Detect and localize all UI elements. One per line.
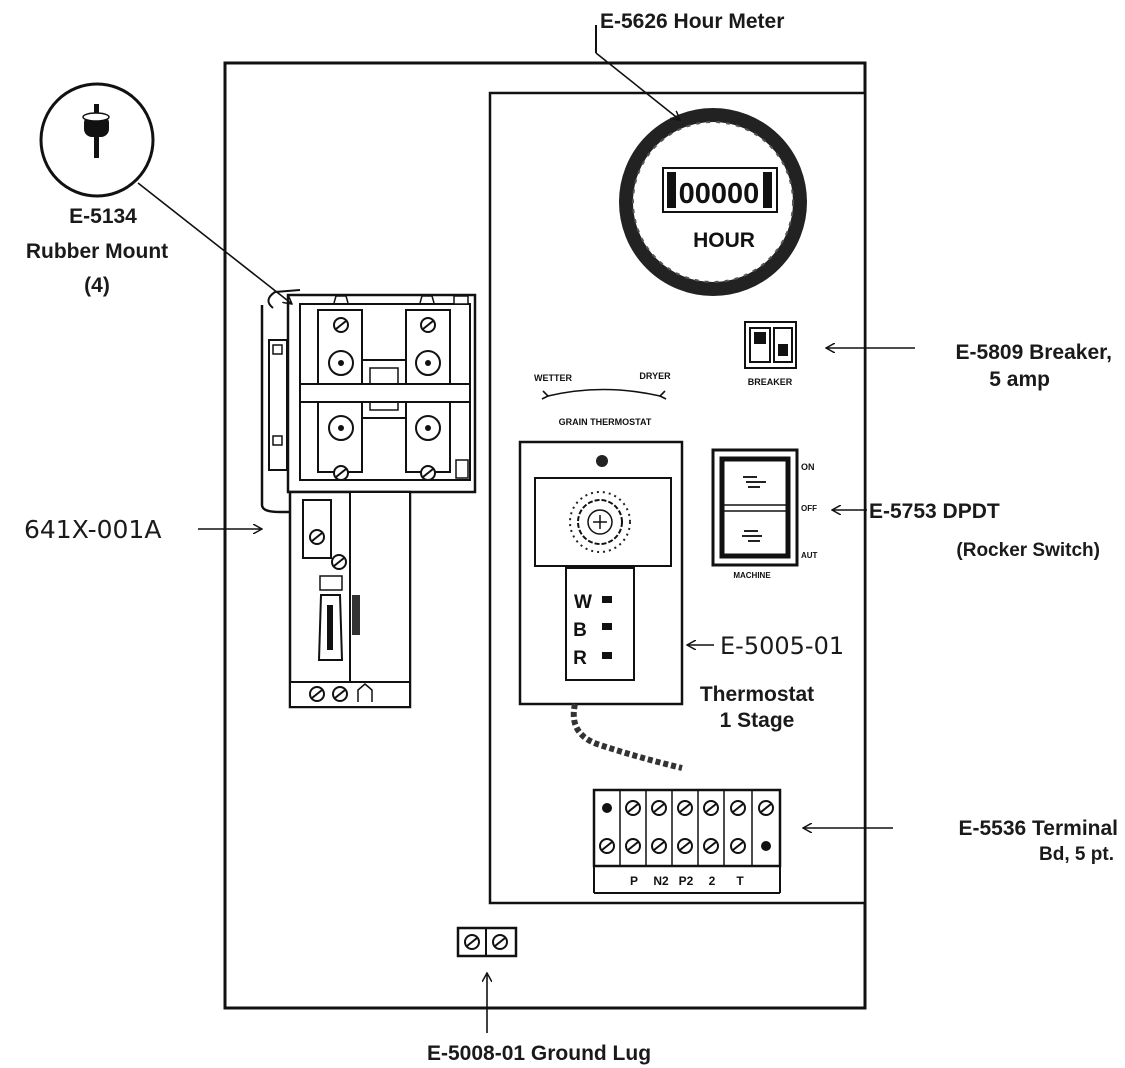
leader-lines <box>137 25 915 1033</box>
rubber-mount-callout-part: E-5134 <box>69 205 137 228</box>
switch-caption: MACHINE <box>733 571 771 580</box>
terminal-label-2: 2 <box>709 874 716 888</box>
thermostat-callout: E-5005-01 <box>720 632 844 660</box>
terminal-label-t: T <box>736 874 744 888</box>
breaker-label: BREAKER <box>748 377 793 387</box>
switch-on-label: ON <box>801 462 815 472</box>
grain-thermostat-title: GRAIN THERMOSTAT <box>559 417 652 427</box>
contactor <box>260 289 477 709</box>
terminal-board: P N2 P2 2 T <box>592 788 782 894</box>
hour-meter-label: HOUR <box>693 229 755 252</box>
thermostat-capillary-tube <box>570 703 683 771</box>
contactor-callout: 641X-001A <box>24 515 161 544</box>
rocker-switch-callout-line2: (Rocker Switch) <box>956 540 1100 561</box>
terminal-board-callout-line2: Bd, 5 pt. <box>1039 844 1114 865</box>
wire-terminal-w: W <box>574 592 592 613</box>
switch-off-label: OFF <box>801 504 817 513</box>
ground-lug <box>456 926 518 958</box>
wire-terminal-b: B <box>573 620 587 641</box>
dryer-label: DRYER <box>639 371 671 381</box>
thermostat-desc-line2: 1 Stage <box>720 709 795 732</box>
thermostat-desc-line1: Thermostat <box>700 683 814 706</box>
terminal-label-p: P <box>630 874 638 888</box>
hour-meter: 00000 HOUR <box>619 108 807 296</box>
rubber-mount-detail <box>39 82 155 198</box>
switch-auto-label: AUT <box>801 551 818 560</box>
rubber-mount-callout-name: Rubber Mount <box>26 240 168 263</box>
breaker: BREAKER <box>744 321 797 387</box>
terminal-board-callout-line1: E-5536 Terminal <box>958 817 1118 840</box>
ground-lug-callout: E-5008-01 Ground Lug <box>427 1042 651 1065</box>
thermostat: W B R <box>518 440 684 771</box>
hour-meter-callout: E-5626 Hour Meter <box>600 10 784 33</box>
wetter-label: WETTER <box>534 373 572 383</box>
wire-terminal-r: R <box>573 648 587 669</box>
breaker-callout-line2: 5 amp <box>989 368 1050 391</box>
rocker-switch-callout-line1: E-5753 DPDT <box>869 500 1000 523</box>
hour-meter-digits: 00000 <box>679 178 760 210</box>
rocker-switch: ON OFF AUT MACHINE <box>711 448 818 580</box>
breaker-callout-line1: E-5809 Breaker, <box>956 341 1112 364</box>
terminal-label-n2: N2 <box>653 874 669 888</box>
rubber-mount-callout-qty: (4) <box>84 274 110 297</box>
grain-thermostat-dial-indicator: WETTER DRYER GRAIN THERMOSTAT <box>534 371 671 427</box>
terminal-label-p2: P2 <box>679 874 694 888</box>
